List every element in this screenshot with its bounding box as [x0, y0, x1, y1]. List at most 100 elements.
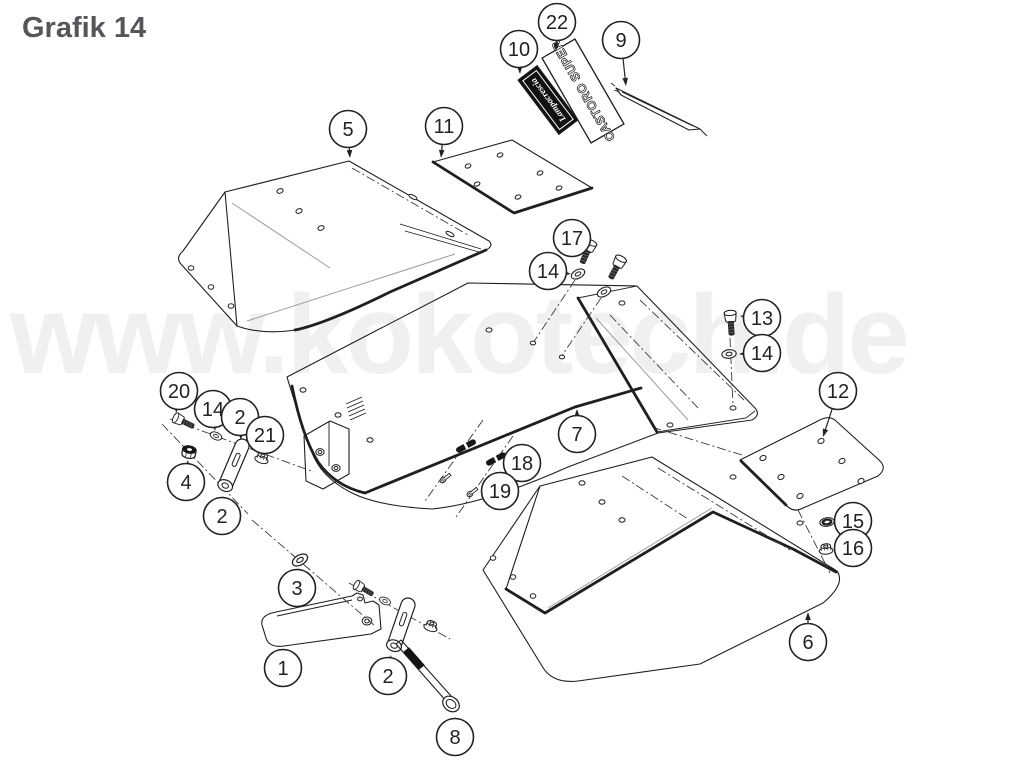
callout-3-19: 3	[277, 568, 317, 608]
callout-balloon	[788, 622, 828, 662]
callout-9-2: 9	[601, 20, 641, 86]
callout-number: 22	[546, 12, 568, 34]
bolt-8	[395, 639, 460, 713]
callout-number: 6	[802, 632, 813, 654]
callout-number: 16	[842, 538, 864, 560]
callout-16-24: 16	[833, 528, 873, 568]
callout-balloon	[742, 333, 782, 373]
washer-3	[289, 550, 311, 570]
assembly-axis-lines	[161, 337, 734, 640]
callout-number: 12	[827, 381, 849, 403]
leader-arrowhead	[553, 42, 560, 51]
part-5-upper-cover	[177, 160, 492, 333]
callout-12-9: 12	[818, 371, 858, 437]
leader-arrowhead	[622, 77, 628, 86]
washer-14a2	[595, 284, 613, 300]
bolt-17b	[604, 253, 629, 282]
callout-balloon	[552, 218, 592, 258]
callout-1-20: 1	[263, 648, 303, 688]
callout-number: 7	[571, 424, 582, 446]
screw-19a	[438, 471, 453, 485]
callout-balloon	[166, 462, 206, 502]
callout-14-6: 14	[528, 251, 571, 291]
hardware	[170, 237, 836, 713]
callout-balloon	[502, 443, 542, 483]
leader-line	[824, 408, 833, 432]
callout-number: 2	[216, 506, 227, 528]
callout-balloon	[277, 568, 317, 608]
callout-number: 17	[561, 228, 583, 250]
callout-number: 2	[234, 407, 245, 429]
part-10-brand-label: Lampacrescia	[517, 64, 579, 136]
callout-2-21: 2	[368, 655, 408, 696]
callout-number: 11	[434, 116, 455, 138]
part-7-hinge-bracket	[303, 396, 367, 490]
callout-balloon	[202, 496, 242, 536]
callout-number: 10	[508, 39, 530, 61]
callout-balloon	[245, 415, 285, 455]
callout-21-16: 21	[245, 415, 285, 455]
callout-number: 15	[842, 511, 864, 533]
callout-number: 8	[449, 727, 460, 749]
callout-balloon	[557, 414, 597, 454]
callout-4-17: 4	[166, 460, 206, 502]
leader-arrowhead	[822, 428, 829, 437]
callout-number: 18	[511, 453, 533, 475]
leader-arrowhead	[346, 149, 353, 158]
washer-15-serration	[821, 518, 833, 526]
callout-balloon	[424, 106, 464, 146]
callout-number: 2	[382, 666, 393, 688]
callout-number: 1	[277, 658, 288, 680]
callout-number: 3	[291, 578, 302, 600]
callout-balloon	[328, 109, 368, 149]
callout-number: 21	[254, 425, 276, 447]
callout-number: 9	[615, 30, 626, 52]
part-1-pivot-bracket	[261, 592, 382, 647]
washer-link-lower	[377, 595, 393, 607]
callout-17-5: 17	[552, 218, 592, 258]
part-6-lower-cover	[482, 456, 841, 682]
callout-balloon	[499, 29, 539, 69]
part-11-top-plate	[431, 139, 594, 215]
callout-number: 14	[202, 399, 224, 421]
leader-line	[622, 58, 626, 81]
callout-11-4: 11	[424, 106, 464, 158]
washer-14c	[208, 429, 224, 443]
callout-13-7: 13	[740, 298, 782, 338]
callout-8-22: 8	[435, 717, 475, 757]
leader-arrowhead	[438, 149, 445, 158]
callout-balloon	[159, 371, 199, 411]
bolt-20	[170, 411, 197, 432]
callout-number: 13	[751, 308, 773, 330]
callout-balloon	[601, 20, 641, 60]
callout-22: 22	[537, 2, 577, 51]
callout-7-10: 7	[557, 409, 597, 454]
callout-number: 14	[751, 343, 773, 365]
callout-balloon	[368, 656, 408, 696]
callout-balloon	[435, 717, 475, 757]
screw-19b	[465, 485, 480, 499]
link-2-upper	[215, 435, 253, 495]
callout-19-12: 19	[480, 471, 520, 511]
callout-2-18: 2	[202, 496, 242, 536]
callout-20-13: 20	[159, 371, 199, 413]
callout-number: 4	[180, 472, 191, 494]
callout-balloon	[480, 471, 520, 511]
callout-6-25: 6	[788, 612, 828, 662]
locknut-4	[180, 444, 198, 461]
callout-10-1: 10	[499, 29, 539, 74]
bolt-13	[723, 309, 739, 337]
callout-5-3: 5	[328, 109, 368, 158]
leader-arrowhead	[805, 612, 811, 620]
callout-balloon	[818, 371, 858, 411]
part-12-side-plate	[654, 417, 884, 574]
callout-balloon	[528, 251, 568, 291]
callout-14-8: 14	[739, 333, 782, 373]
callout-balloon	[537, 2, 577, 42]
callout-number: 20	[168, 381, 190, 403]
page-title: Grafik 14	[22, 12, 147, 44]
washer-14a	[569, 266, 587, 282]
